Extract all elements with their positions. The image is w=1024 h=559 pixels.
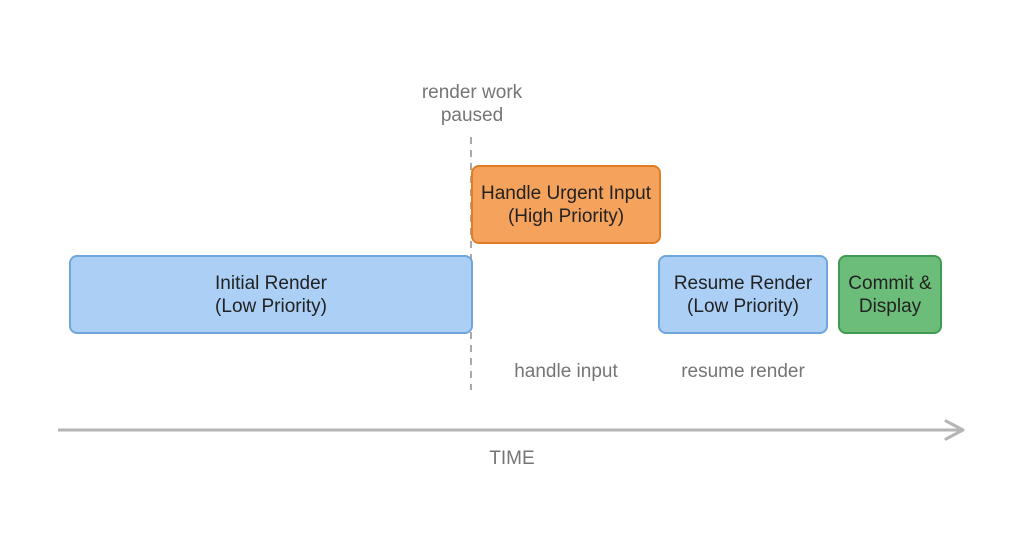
commit-display-line1: Commit &: [848, 272, 932, 294]
urgent-input-block: Handle Urgent Input (High Priority): [471, 165, 661, 244]
initial-render-priority: (Low Priority): [215, 295, 327, 317]
render-paused-annotation: render work paused: [402, 81, 542, 127]
urgent-input-priority: (High Priority): [507, 205, 625, 227]
resume-render-block: Resume Render (Low Priority): [658, 255, 828, 334]
time-axis-label: TIME: [489, 448, 535, 469]
resume-render-title: Resume Render: [673, 272, 813, 294]
initial-render-block: Initial Render (Low Priority): [69, 255, 473, 334]
render-paused-line2: paused: [440, 105, 504, 126]
render-paused-line1: render work: [421, 82, 523, 103]
commit-display-line2: Display: [858, 295, 922, 317]
resume-render-priority: (Low Priority): [687, 295, 799, 317]
initial-render-title: Initial Render: [215, 272, 327, 294]
resume-render-annotation: resume render: [681, 361, 805, 382]
time-axis-arrowhead: [944, 419, 965, 441]
urgent-input-title: Handle Urgent Input: [480, 182, 652, 204]
commit-display-block: Commit & Display: [838, 255, 942, 334]
handle-input-annotation: handle input: [514, 361, 618, 382]
